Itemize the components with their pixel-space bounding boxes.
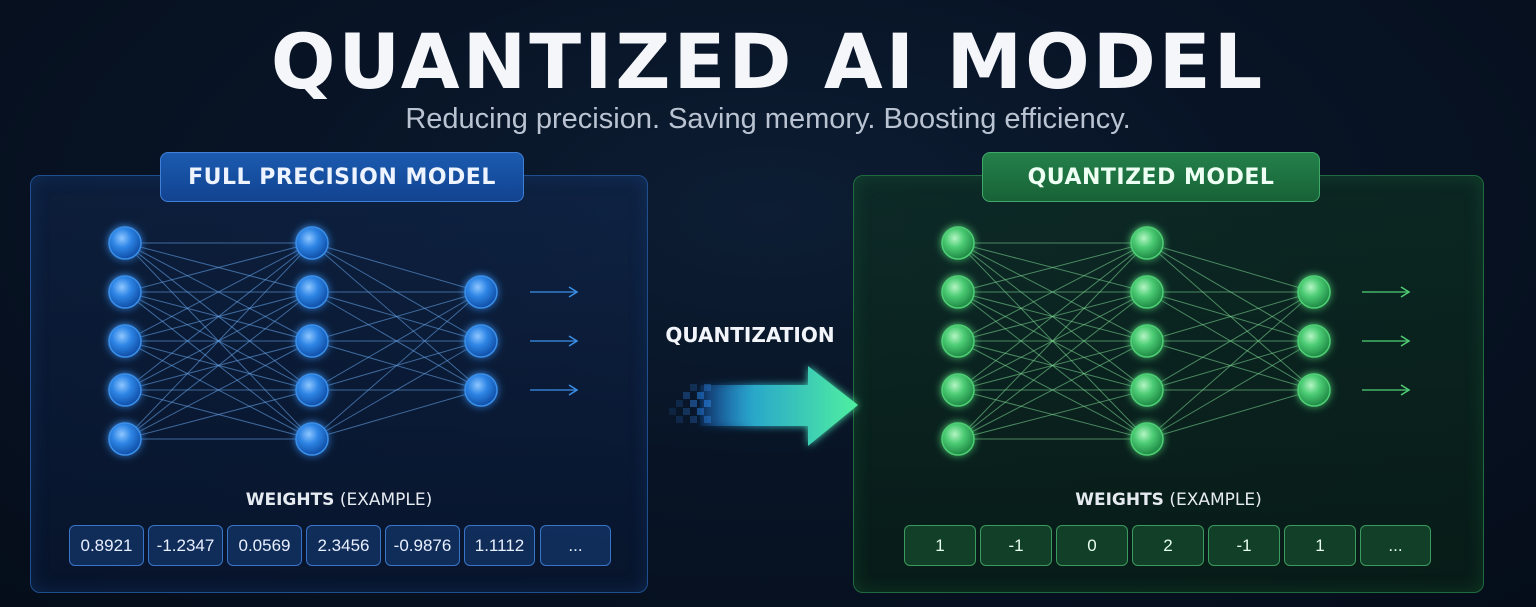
pixel-block xyxy=(669,408,676,415)
pixel-block xyxy=(690,400,697,407)
connection-line xyxy=(124,389,313,440)
connection-line xyxy=(124,242,313,293)
full-weight-cell: -0.9876 xyxy=(385,525,460,566)
full-weights-label-rest: (EXAMPLE) xyxy=(339,490,433,510)
arrow-head-icon xyxy=(568,384,579,396)
neuron-node xyxy=(1297,275,1331,309)
arrow-head-icon xyxy=(1400,384,1411,396)
connection-line xyxy=(957,389,1148,440)
connection-line xyxy=(311,291,482,342)
pixel-block xyxy=(676,400,683,407)
full-weight-cell: 1.1112 xyxy=(464,525,535,566)
quantization-arrow xyxy=(669,366,858,446)
full-weight-cell: 0.8921 xyxy=(69,525,144,566)
quantized-weight-cell: 1 xyxy=(1284,525,1356,566)
connection-line xyxy=(957,242,1148,440)
connection-line xyxy=(124,340,313,440)
full-precision-badge: FULL PRECISION MODEL xyxy=(160,152,524,202)
neuron-node xyxy=(941,373,975,407)
neuron-node xyxy=(108,422,142,456)
connection-line xyxy=(957,242,1148,293)
connection-line xyxy=(957,242,1148,391)
connection-line xyxy=(311,291,482,391)
connection-line xyxy=(124,242,313,440)
neuron-node xyxy=(108,373,142,407)
arrow-head-icon xyxy=(568,335,579,347)
neuron-node xyxy=(295,275,329,309)
quantized-weight-cell: 0 xyxy=(1056,525,1128,566)
neuron-node xyxy=(295,422,329,456)
neuron-node xyxy=(1130,373,1164,407)
connection-line xyxy=(311,389,482,440)
connection-line xyxy=(311,242,482,293)
arrow-head-icon xyxy=(568,286,579,298)
neuron-node xyxy=(1130,275,1164,309)
page-title: QUANTIZED AI MODEL xyxy=(270,17,1266,106)
connection-line xyxy=(957,291,1148,440)
connection-line xyxy=(1146,291,1315,391)
neuron-node xyxy=(295,324,329,358)
neuron-node xyxy=(1297,373,1331,407)
quantized-weights-label-bold: WEIGHTS xyxy=(1075,490,1164,510)
neuron-node xyxy=(295,373,329,407)
arrow-head-icon xyxy=(1400,335,1411,347)
quantized-weight-cell: -1 xyxy=(1208,525,1280,566)
full-weights-label: WEIGHTS (EXAMPLE) xyxy=(30,490,648,510)
quantized-weight-cell: 1 xyxy=(904,525,976,566)
quantization-label: QUANTIZATION xyxy=(665,323,835,347)
quantized-weight-cell: ... xyxy=(1360,525,1431,566)
neuron-node xyxy=(1130,324,1164,358)
page-subtitle: Reducing precision. Saving memory. Boost… xyxy=(405,103,1131,135)
neuron-node xyxy=(941,275,975,309)
neuron-node xyxy=(1297,324,1331,358)
connection-line xyxy=(311,291,482,440)
full-weight-cell: 2.3456 xyxy=(306,525,381,566)
connection-line xyxy=(1146,242,1315,293)
pixel-block xyxy=(690,384,697,391)
full-precision-network xyxy=(108,226,579,456)
neuron-node xyxy=(941,422,975,456)
quantized-badge: QUANTIZED MODEL xyxy=(982,152,1320,202)
arrow-head-icon xyxy=(1400,286,1411,298)
connection-line xyxy=(124,291,313,440)
neuron-node xyxy=(941,324,975,358)
connection-line xyxy=(311,340,482,440)
neuron-node xyxy=(464,324,498,358)
connection-line xyxy=(1146,291,1315,440)
full-weight-cell: ... xyxy=(540,525,611,566)
neuron-node xyxy=(1130,226,1164,260)
connection-line xyxy=(124,242,313,342)
pixel-block xyxy=(683,392,690,399)
neuron-node xyxy=(108,324,142,358)
pixel-block xyxy=(683,408,690,415)
neuron-node xyxy=(941,226,975,260)
full-weight-cell: 0.0569 xyxy=(227,525,302,566)
neuron-node xyxy=(295,226,329,260)
quantized-weight-cell: 2 xyxy=(1132,525,1204,566)
connection-line xyxy=(124,242,313,391)
quantized-weight-cell: -1 xyxy=(980,525,1052,566)
quantized-weights-label: WEIGHTS (EXAMPLE) xyxy=(853,490,1484,510)
neuron-node xyxy=(464,373,498,407)
neuron-node xyxy=(1130,422,1164,456)
right-arrow-icon xyxy=(700,366,858,446)
pixel-block xyxy=(676,416,683,423)
connection-line xyxy=(1146,340,1315,440)
neuron-node xyxy=(108,226,142,260)
connection-line xyxy=(957,340,1148,440)
connection-line xyxy=(1146,389,1315,440)
connection-line xyxy=(1146,291,1315,342)
quantized-weights-label-rest: (EXAMPLE) xyxy=(1169,490,1262,510)
neuron-node xyxy=(464,275,498,309)
neuron-node xyxy=(108,275,142,309)
quantized-network xyxy=(941,226,1411,456)
pixel-block xyxy=(690,416,697,423)
full-weight-cell: -1.2347 xyxy=(148,525,223,566)
connection-line xyxy=(957,242,1148,342)
full-weights-label-bold: WEIGHTS xyxy=(245,490,335,510)
